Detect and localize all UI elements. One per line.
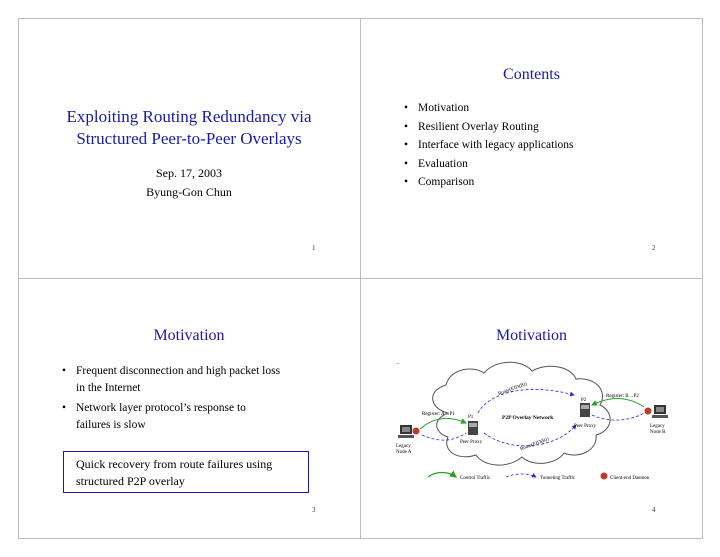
page-number: 1 <box>312 244 316 252</box>
p2p-overlay-diagram: – P2P Overlay Network Route(EID(B)) Rout… <box>395 361 668 481</box>
overlay-cloud-shape <box>432 361 611 466</box>
p2-computer-icon <box>580 403 590 417</box>
callout-line: structured P2P overlay <box>76 474 185 488</box>
contents-item: Interface with legacy applications <box>402 136 574 155</box>
bullet-item: Network layer protocol’s response to fai… <box>60 400 280 433</box>
bullet-line: Frequent disconnection and high packet l… <box>76 365 281 377</box>
bullet-item: Frequent disconnection and high packet l… <box>60 363 280 396</box>
bullet-line: Network layer protocol’s response to <box>76 402 246 414</box>
slide-4-title: Motivation <box>495 327 568 344</box>
legacy-b-line1: Legacy <box>650 424 665 429</box>
peer-proxy-left-label: Peer Proxy <box>460 440 483 445</box>
route-arrow-bottom <box>483 424 577 447</box>
client-daemon-a-icon <box>412 427 420 435</box>
p1-label: P1 <box>468 415 474 420</box>
contents-item: Resilient Overlay Routing <box>402 118 574 137</box>
slide-2: Contents Motivation Resilient Overlay Ro… <box>360 18 703 278</box>
legend-tunnel-sample <box>505 473 537 478</box>
legend-tunnel-label: Tunneling Traffic <box>540 476 576 481</box>
tunnel-arrow-left <box>421 432 467 441</box>
title-line-2: Structured Peer-to-Peer Overlays <box>76 129 302 148</box>
control-arrow-right <box>591 398 645 408</box>
contents-item: Comparison <box>402 173 574 192</box>
contents-list: Motivation Resilient Overlay Routing Int… <box>402 99 574 192</box>
page-number: 4 <box>652 506 656 514</box>
p1-computer-icon <box>468 421 478 435</box>
legacy-node-b-icon <box>652 405 668 418</box>
peer-proxy-right-label: Peer Proxy <box>574 424 597 429</box>
callout-box: Quick recovery from route failures using… <box>63 451 309 493</box>
slide-1: Exploiting Routing Redundancy via Struct… <box>18 18 360 278</box>
legacy-a-line1: Legacy <box>396 444 411 449</box>
page-number: 2 <box>652 244 656 252</box>
author-text: Byung-Gon Chun <box>146 185 232 199</box>
page-number: 3 <box>312 506 316 514</box>
contents-item: Motivation <box>402 99 574 118</box>
contents-item: Evaluation <box>402 155 574 174</box>
bullet-line: failures is slow <box>76 418 146 431</box>
date-text: Sep. 17, 2003 <box>156 166 222 180</box>
legend-control-label: Control Traffic <box>460 476 491 481</box>
title-line-1: Exploiting Routing Redundancy via <box>66 107 312 126</box>
bullet-line: in the Internet <box>76 381 141 394</box>
legacy-a-line2: Node A <box>396 450 412 455</box>
legacy-b-line2: Node B <box>650 430 666 435</box>
motivation-bullets: Frequent disconnection and high packet l… <box>60 363 280 433</box>
control-arrow-left <box>419 418 467 430</box>
slide-3: Motivation Frequent disconnection and hi… <box>18 279 360 539</box>
callout-line: Quick recovery from route failures using <box>76 457 273 471</box>
slide-2-title: Contents <box>503 66 560 83</box>
dash-mark: – <box>395 361 400 367</box>
slide-1-title: Exploiting Routing Redundancy via Struct… <box>18 106 360 150</box>
vertical-divider <box>360 18 361 538</box>
p2-label: P2 <box>581 398 587 403</box>
legend-control-sample <box>427 470 457 478</box>
legacy-node-a-icon <box>398 425 414 438</box>
region-right-label: Register: B→P2 <box>606 394 639 399</box>
legend-daemon-icon <box>600 472 608 480</box>
network-label: P2P Overlay Network <box>502 415 554 421</box>
slide-4: Motivation – P2P Overlay Network Route(E… <box>360 279 703 539</box>
client-daemon-b-icon <box>644 407 652 415</box>
region-left-label: Register: A→P1 <box>422 412 455 417</box>
slide-3-title: Motivation <box>153 327 225 344</box>
legend-daemon-label: Client-end Daemon <box>610 476 650 481</box>
